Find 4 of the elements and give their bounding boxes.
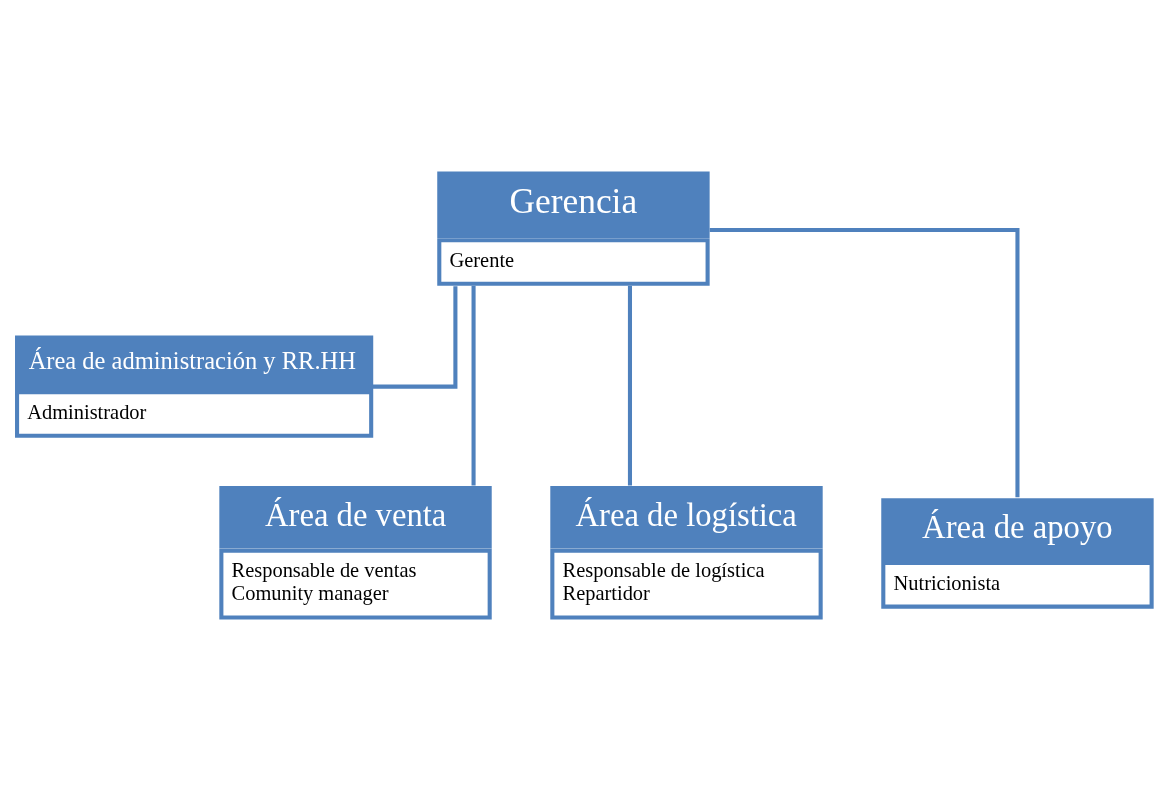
connector (627, 285, 632, 486)
connector (372, 286, 458, 389)
connector (709, 227, 1020, 498)
connector (471, 285, 476, 486)
